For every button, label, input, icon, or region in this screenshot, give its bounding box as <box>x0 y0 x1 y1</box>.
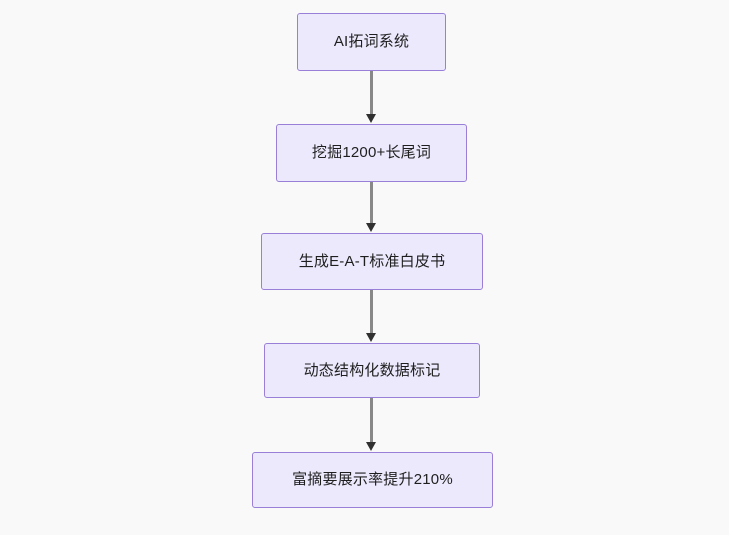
flowchart-node-3[interactable]: 生成E-A-T标准白皮书 <box>261 233 483 290</box>
node-label: 生成E-A-T标准白皮书 <box>298 252 446 270</box>
node-label: 动态结构化数据标记 <box>303 361 441 379</box>
flowchart-edge-4-line <box>369 398 373 443</box>
node-label: AI拓词系统 <box>333 33 410 50</box>
arrow-down-icon <box>365 333 376 342</box>
flowchart-edge-3-line <box>369 290 373 334</box>
flowchart-node-2[interactable]: 挖掘1200+长尾词 <box>276 124 467 182</box>
arrow-down-icon <box>365 114 376 123</box>
arrow-down-icon <box>365 223 376 232</box>
node-label: 挖掘1200+长尾词 <box>311 144 432 161</box>
flowchart-edge-2-line <box>369 182 373 224</box>
flowchart-edge-1-line <box>369 71 373 115</box>
node-label: 富摘要展示率提升210% <box>292 471 453 488</box>
arrow-down-icon <box>365 442 376 451</box>
flowchart-node-1[interactable]: AI拓词系统 <box>297 13 446 71</box>
flowchart-node-5[interactable]: 富摘要展示率提升210% <box>252 452 493 508</box>
flowchart-node-4[interactable]: 动态结构化数据标记 <box>264 343 480 398</box>
